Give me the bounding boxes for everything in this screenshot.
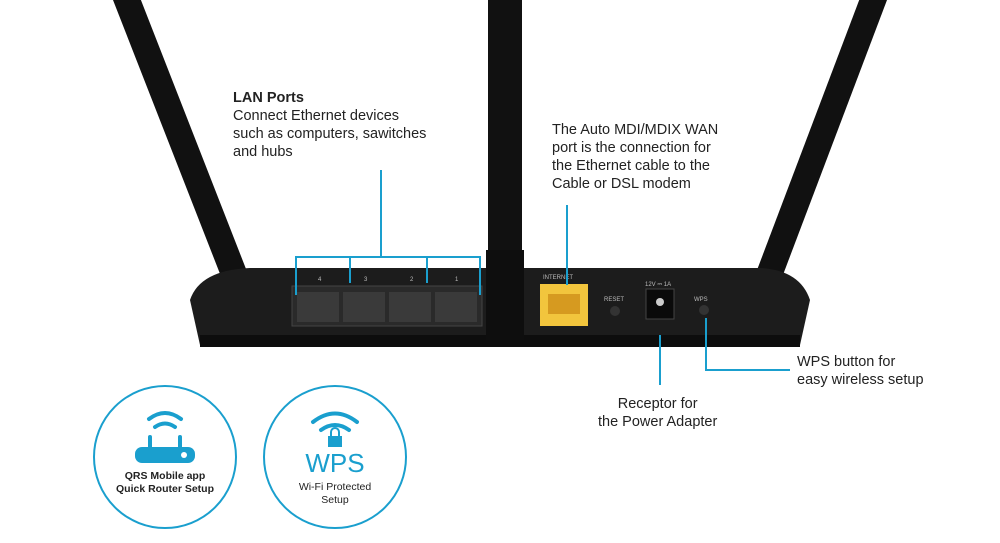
badge-line: Setup (321, 494, 349, 506)
wan-port-label: The Auto MDI/MDIX WAN port is the connec… (552, 121, 718, 193)
power-rating-label: 12V ⎓ 1A (645, 282, 671, 288)
internet-label: INTERNET (543, 275, 573, 281)
wan-line: the Ethernet cable to the (552, 158, 710, 174)
badge-line: Quick Router Setup (115, 483, 214, 495)
router-wifi-icon (135, 411, 195, 463)
port-3-label: 3 (364, 277, 368, 283)
wps-line: WPS button for (797, 354, 896, 370)
lan-ports-label: LAN Ports Connect Ethernet devices such … (233, 89, 426, 161)
lan-ports-title: LAN Ports (233, 90, 304, 106)
reset-button (610, 306, 620, 316)
wps-router-button (699, 305, 709, 315)
callout-lines (295, 170, 790, 385)
wps-button-label: WPS button for easy wireless setup (797, 353, 924, 389)
badge-line: Wi-Fi Protected (298, 481, 372, 493)
power-receptor-label: Receptor for the Power Adapter (598, 395, 717, 431)
wps-line: easy wireless setup (797, 372, 924, 388)
wps-label: WPS (694, 297, 708, 303)
port-4-label: 4 (318, 277, 322, 283)
left-antenna (112, 0, 265, 325)
power-line: Receptor for (617, 396, 698, 412)
port-1-label: 1 (455, 277, 459, 283)
wifi-lock-icon (311, 411, 359, 447)
lan-ports (291, 285, 483, 327)
wan-line: port is the connection for (552, 140, 711, 156)
port-2-label: 2 (410, 277, 414, 283)
badge-line: QRS Mobile app (124, 470, 206, 482)
lan-line: Connect Ethernet devices (233, 108, 400, 124)
wps-badge: WPS Wi-Fi Protected Setup (263, 385, 407, 529)
wan-line: The Auto MDI/MDIX WAN (552, 122, 719, 138)
lan-line: such as computers, sawitches (233, 126, 427, 142)
power-line: the Power Adapter (598, 414, 718, 430)
wps-badge-title: WPS (305, 448, 365, 478)
qrs-badge: QRS Mobile app Quick Router Setup (93, 385, 237, 529)
reset-label: RESET (604, 297, 624, 303)
lan-line: and hubs (233, 144, 293, 160)
wan-line: Cable or DSL modem (552, 176, 691, 192)
right-antenna (739, 0, 888, 325)
